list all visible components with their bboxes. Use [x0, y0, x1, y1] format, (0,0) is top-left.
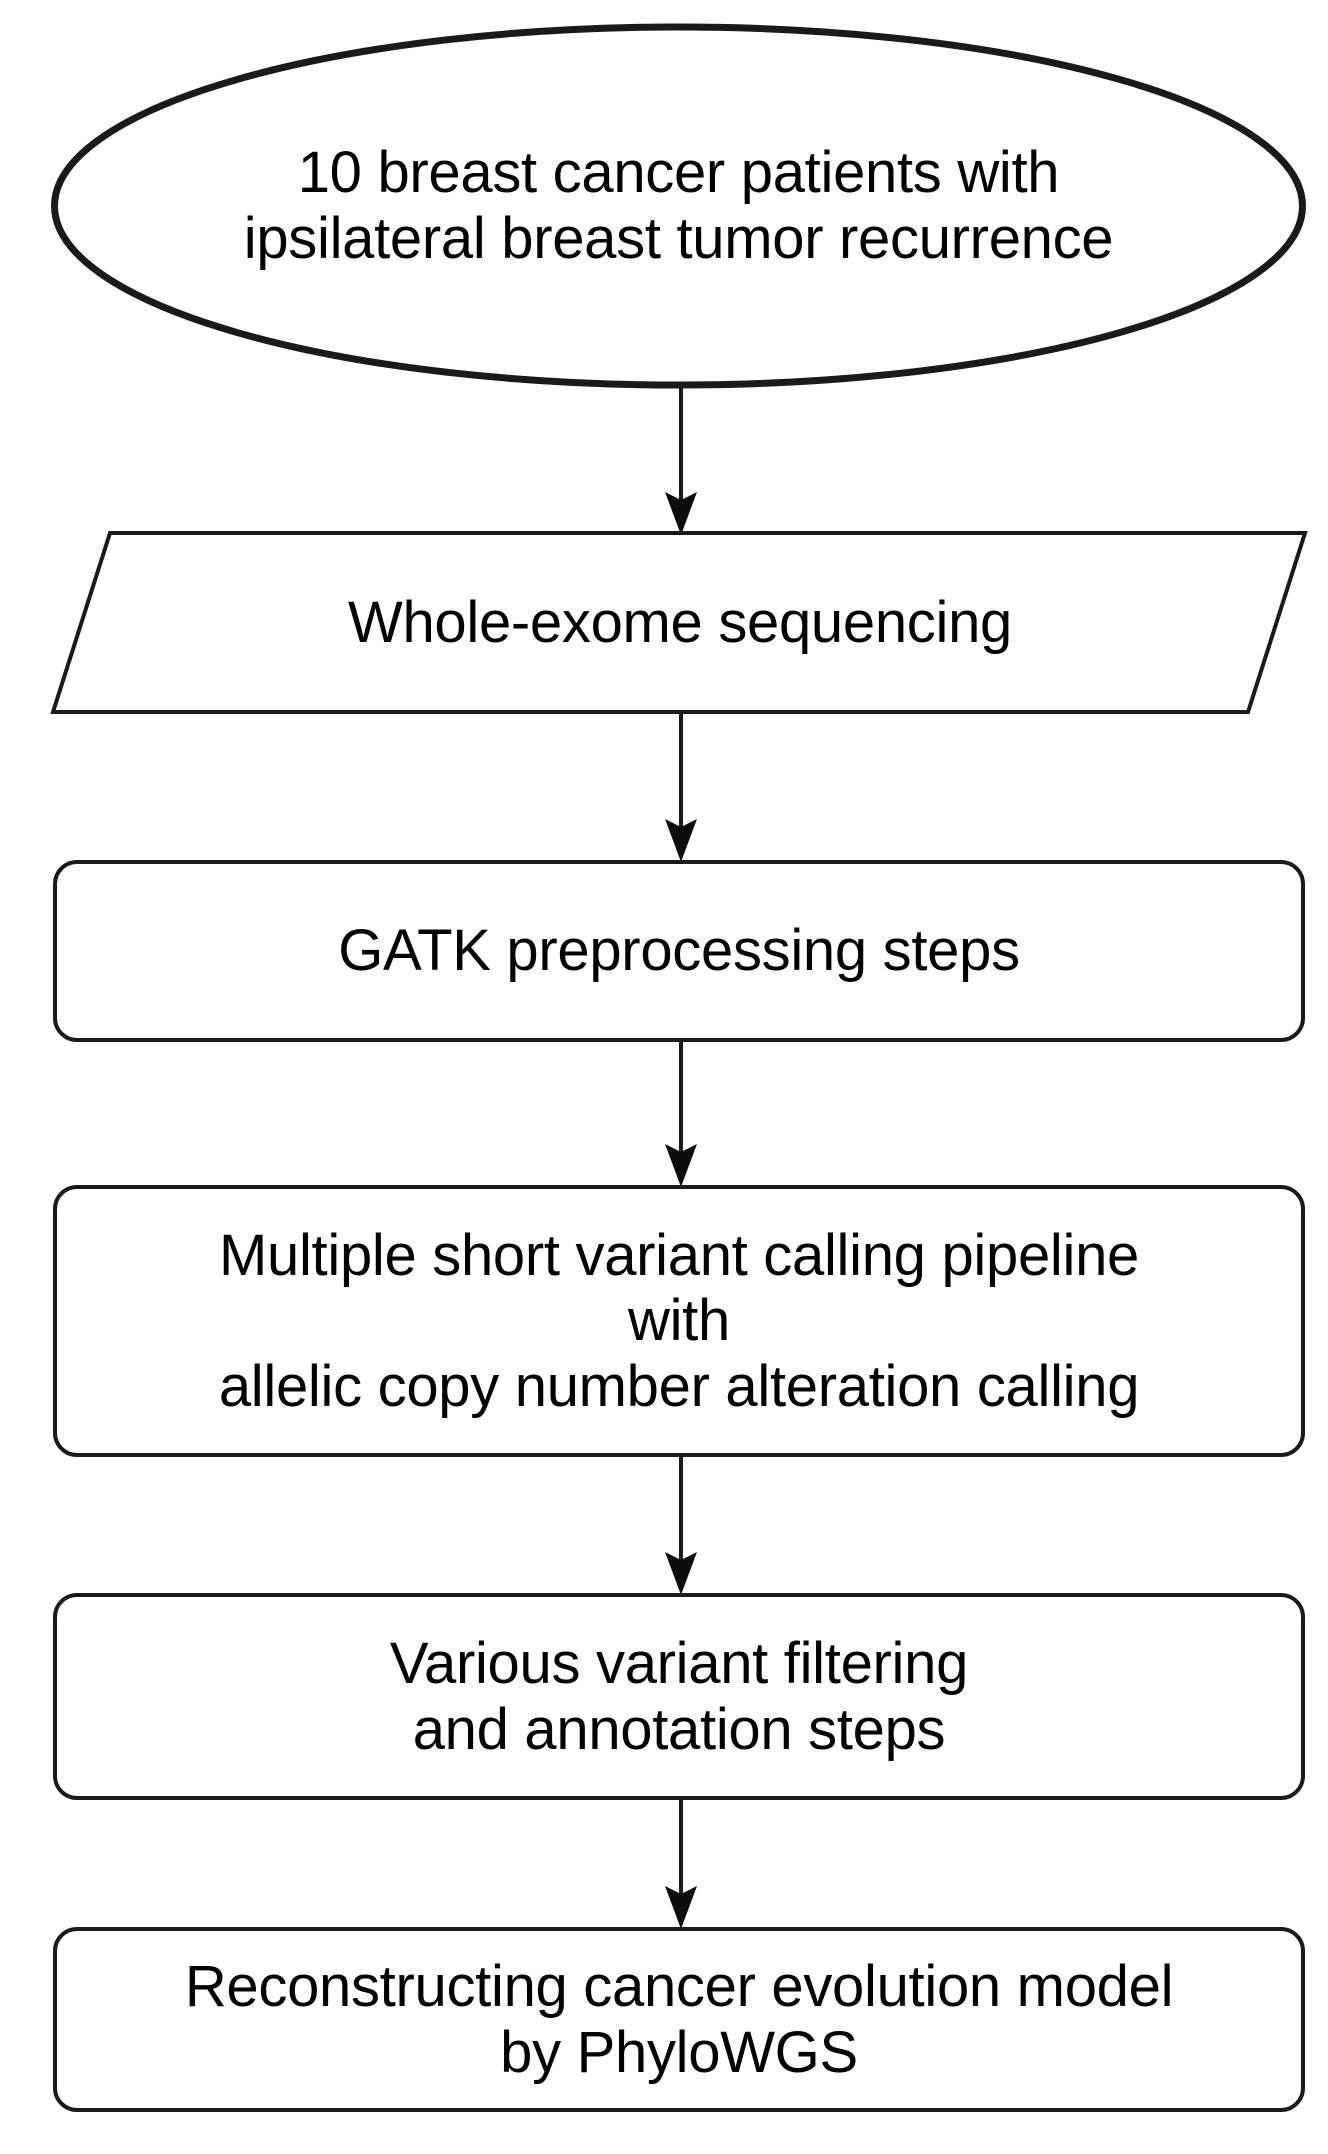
process-node-variant-calling-shape[interactable]: [53, 1185, 1305, 1457]
arrow-patients-to-wes: [665, 385, 697, 535]
process-node-reconstruct-evolution-shape[interactable]: [53, 1927, 1305, 2112]
start-node-patients-shape[interactable]: [51, 23, 1306, 389]
arrow-wes-to-gatk: [665, 712, 697, 862]
arrow-variant-calling-to-filtering: [665, 1455, 697, 1595]
arrow-filtering-to-phylowgs: [665, 1798, 697, 1929]
io-node-whole-exome-sequencing-shape[interactable]: [50, 531, 1308, 714]
process-node-variant-filtering-shape[interactable]: [53, 1593, 1305, 1800]
arrow-gatk-to-variant-calling: [665, 1040, 697, 1187]
process-node-gatk-preprocessing-shape[interactable]: [53, 860, 1305, 1042]
